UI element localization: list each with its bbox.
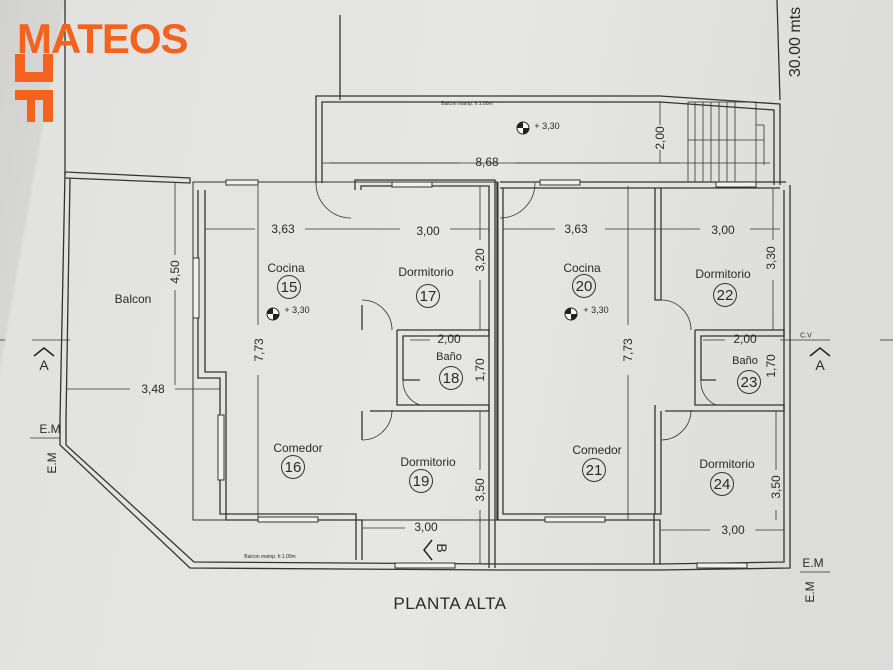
level-marker-icons [266,121,578,321]
em-label-right-vertical: E.M [803,581,817,603]
room-label-18: Baño [436,351,462,363]
right-kitchen-width: 3,63 [564,222,588,236]
room-number-16: 16 [281,455,305,479]
left-kitchen-width: 3,63 [271,222,295,236]
room-number-19: 19 [409,469,433,493]
right-bedroom-b-width: 3,00 [721,523,745,537]
right-unit-length: 7,73 [621,338,635,362]
room-label-23: Baño [732,355,758,367]
section-b-label: B [434,543,450,553]
room-label-16: Comedor [273,441,323,455]
balcony-label: Balcon [114,292,152,306]
room-label-15: Cocina [267,261,305,275]
em-label-left-horizontal: E.M [39,422,61,436]
left-bedroom-b-depth: 3,50 [473,478,487,502]
cv-label: C.V [800,332,812,340]
right-bedroom-b-depth: 3,50 [769,475,783,499]
left-bath-depth: 1,70 [473,358,487,382]
room-label-24: Dormitorio [699,457,755,471]
room-number-15: 15 [277,275,301,299]
room-label-21: Comedor [572,443,622,457]
right-bedroom-width: 3,00 [711,223,735,237]
brand-mark-icon [15,54,53,122]
room-number-20: 20 [572,274,596,298]
right-bedroom-a-depth: 3,30 [764,246,778,270]
balcony-depth: 4,50 [168,260,182,284]
room-number-22: 22 [713,283,737,307]
room-label-19: Dormitorio [400,455,456,469]
em-label-right-horizontal: E.M [802,556,824,570]
left-kitchen-level: + 3,30 [284,305,310,315]
room-number-18: 18 [439,366,463,390]
brand-logo: MATEOS [17,15,189,62]
top-balcony-depth: 2,00 [653,126,667,150]
section-a-right-label: A [815,357,825,373]
section-a-left-label: A [39,357,49,373]
room-number-17: 17 [416,284,440,308]
right-bath-depth: 1,70 [764,354,778,378]
right-kitchen-level: + 3,30 [583,305,609,315]
left-bedroom-width: 3,00 [416,224,440,238]
left-unit-length: 7,73 [252,338,266,362]
plot-width-label: 30.00 mts [787,6,804,78]
balcony-railing: Balcon mamp. h:1.00m [244,554,296,560]
top-balcony-width: 8,68 [475,155,499,169]
room-label-22: Dormitorio [695,267,751,281]
room-label-17: Dormitorio [398,265,454,279]
left-bath-width: 2,00 [437,332,461,346]
section-b-arrow-icon [423,539,433,561]
section-a-right-arrow-icon [809,347,831,357]
room-number-21: 21 [582,458,606,482]
room-number-24: 24 [710,472,734,496]
room-number-23: 23 [737,370,761,394]
right-bath-width: 2,00 [733,332,757,346]
left-bedroom-a-depth: 3,20 [473,248,487,272]
top-balcony-railing: Balcon mamp. h:1.00m [441,101,493,107]
balcony-width: 3,48 [141,382,165,396]
section-a-left-arrow-icon [33,347,55,357]
left-bedroom-b-width: 3,00 [414,520,438,534]
room-label-20: Cocina [563,261,601,275]
plan-title: PLANTA ALTA [393,594,507,613]
top-balcony-level: + 3,30 [534,121,560,131]
em-label-left-vertical: E.M [45,452,59,474]
